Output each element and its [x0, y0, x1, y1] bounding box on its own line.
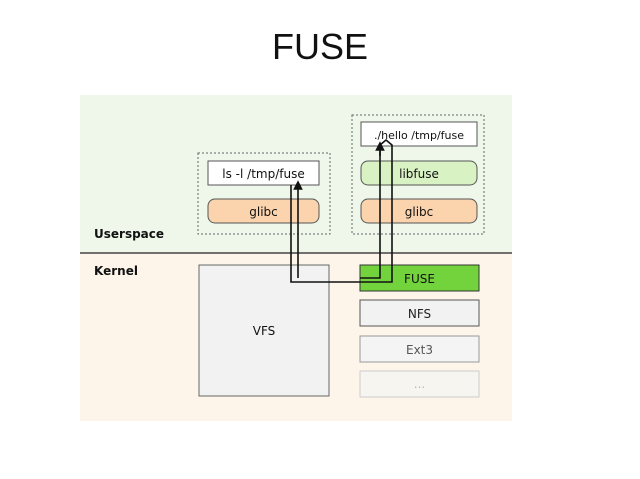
ls-call-path: [290, 185, 360, 283]
right-glibc-text: glibc: [405, 205, 434, 219]
more-fs-box: [359, 370, 480, 398]
nfs-fs-box: [359, 299, 480, 327]
vfs-box: [198, 264, 330, 397]
kernel-label: Kernel: [94, 264, 138, 278]
more-fs-text: ...: [414, 377, 425, 391]
libfuse-box: [360, 160, 478, 186]
call-path-arrows: [290, 138, 393, 283]
ext3-fs-text: Ext3: [406, 343, 433, 357]
right-process-group: [351, 114, 485, 235]
left-glibc-text: glibc: [249, 205, 278, 219]
right-glibc-box: [360, 198, 478, 224]
nfs-fs-text: NFS: [408, 307, 431, 321]
fuse-fs-text: FUSE: [404, 272, 435, 286]
userspace-label: Userspace: [94, 227, 164, 241]
ls-command-text: ls -l /tmp/fuse: [222, 167, 304, 181]
slide-title: FUSE: [271, 26, 368, 67]
vfs-text: VFS: [253, 324, 276, 338]
fuse-to-libfuse-path: [360, 138, 393, 283]
hello-command-text: ./hello /tmp/fuse: [374, 129, 464, 142]
ext3-fs-box: [359, 335, 480, 363]
hello-command-box: [360, 121, 478, 147]
left-process-group: [197, 152, 331, 235]
libfuse-text: libfuse: [399, 167, 439, 181]
